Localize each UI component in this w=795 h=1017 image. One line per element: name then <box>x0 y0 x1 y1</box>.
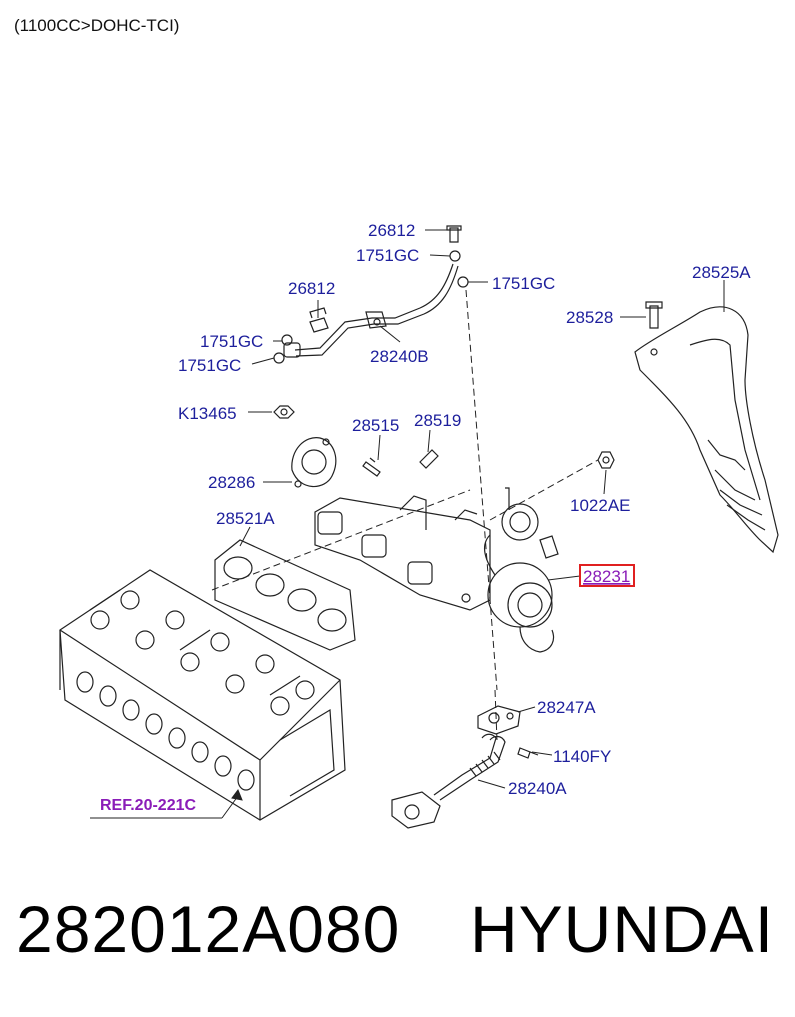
oil-feed-pipe-28240b <box>273 225 469 364</box>
callout-28515: 28515 <box>352 416 399 435</box>
callout-1022ae: 1022AE <box>570 496 631 515</box>
manifold-turbocharger-28231 <box>314 487 559 653</box>
part-number: 282012A080 <box>16 892 401 966</box>
reference-label[interactable]: REF.20-221C <box>100 797 196 814</box>
callout-k13465: K13465 <box>178 404 237 423</box>
callout-1751gc-a: 1751GC <box>356 246 419 265</box>
brand-name: HYUNDAI <box>470 892 775 966</box>
stud-28515 <box>362 457 381 477</box>
engine-spec-label: (1100CC>DOHC-TCI) <box>14 16 180 35</box>
callout-28525a: 28525A <box>692 263 751 282</box>
leader-lines <box>90 229 725 819</box>
exploded-parts-diagram: 26812 1751GC 1751GC 26812 1751GC 1751GC … <box>59 221 779 829</box>
callout-1751gc-c: 1751GC <box>200 332 263 351</box>
callout-28240b: 28240B <box>370 347 429 366</box>
callout-1751gc-b: 1751GC <box>492 274 555 293</box>
highlight-box-28231 <box>579 564 635 587</box>
stud-28519 <box>419 449 439 469</box>
callout-28240a: 28240A <box>508 779 567 798</box>
callout-26812-left: 26812 <box>288 279 335 298</box>
callout-28521a: 28521A <box>216 509 275 528</box>
callout-1751gc-d: 1751GC <box>178 356 241 375</box>
cylinder-head <box>59 569 346 821</box>
nut-1022ae <box>597 451 615 469</box>
callout-28519: 28519 <box>414 411 461 430</box>
callout-26812-top: 26812 <box>368 221 415 240</box>
callout-28231[interactable]: 28231 <box>583 567 630 586</box>
alignment-lines <box>211 289 599 741</box>
manifold-gasket-28521a <box>214 539 356 651</box>
nut-k13465 <box>273 405 295 419</box>
callout-28286: 28286 <box>208 473 255 492</box>
callout-28528: 28528 <box>566 308 613 327</box>
heat-shield-28525a <box>634 301 779 554</box>
callout-1140fy: 1140FY <box>553 747 611 766</box>
oil-return-pipe-28240a <box>391 705 539 829</box>
callout-28247a: 28247A <box>537 698 596 717</box>
gasket-28286 <box>291 437 337 488</box>
